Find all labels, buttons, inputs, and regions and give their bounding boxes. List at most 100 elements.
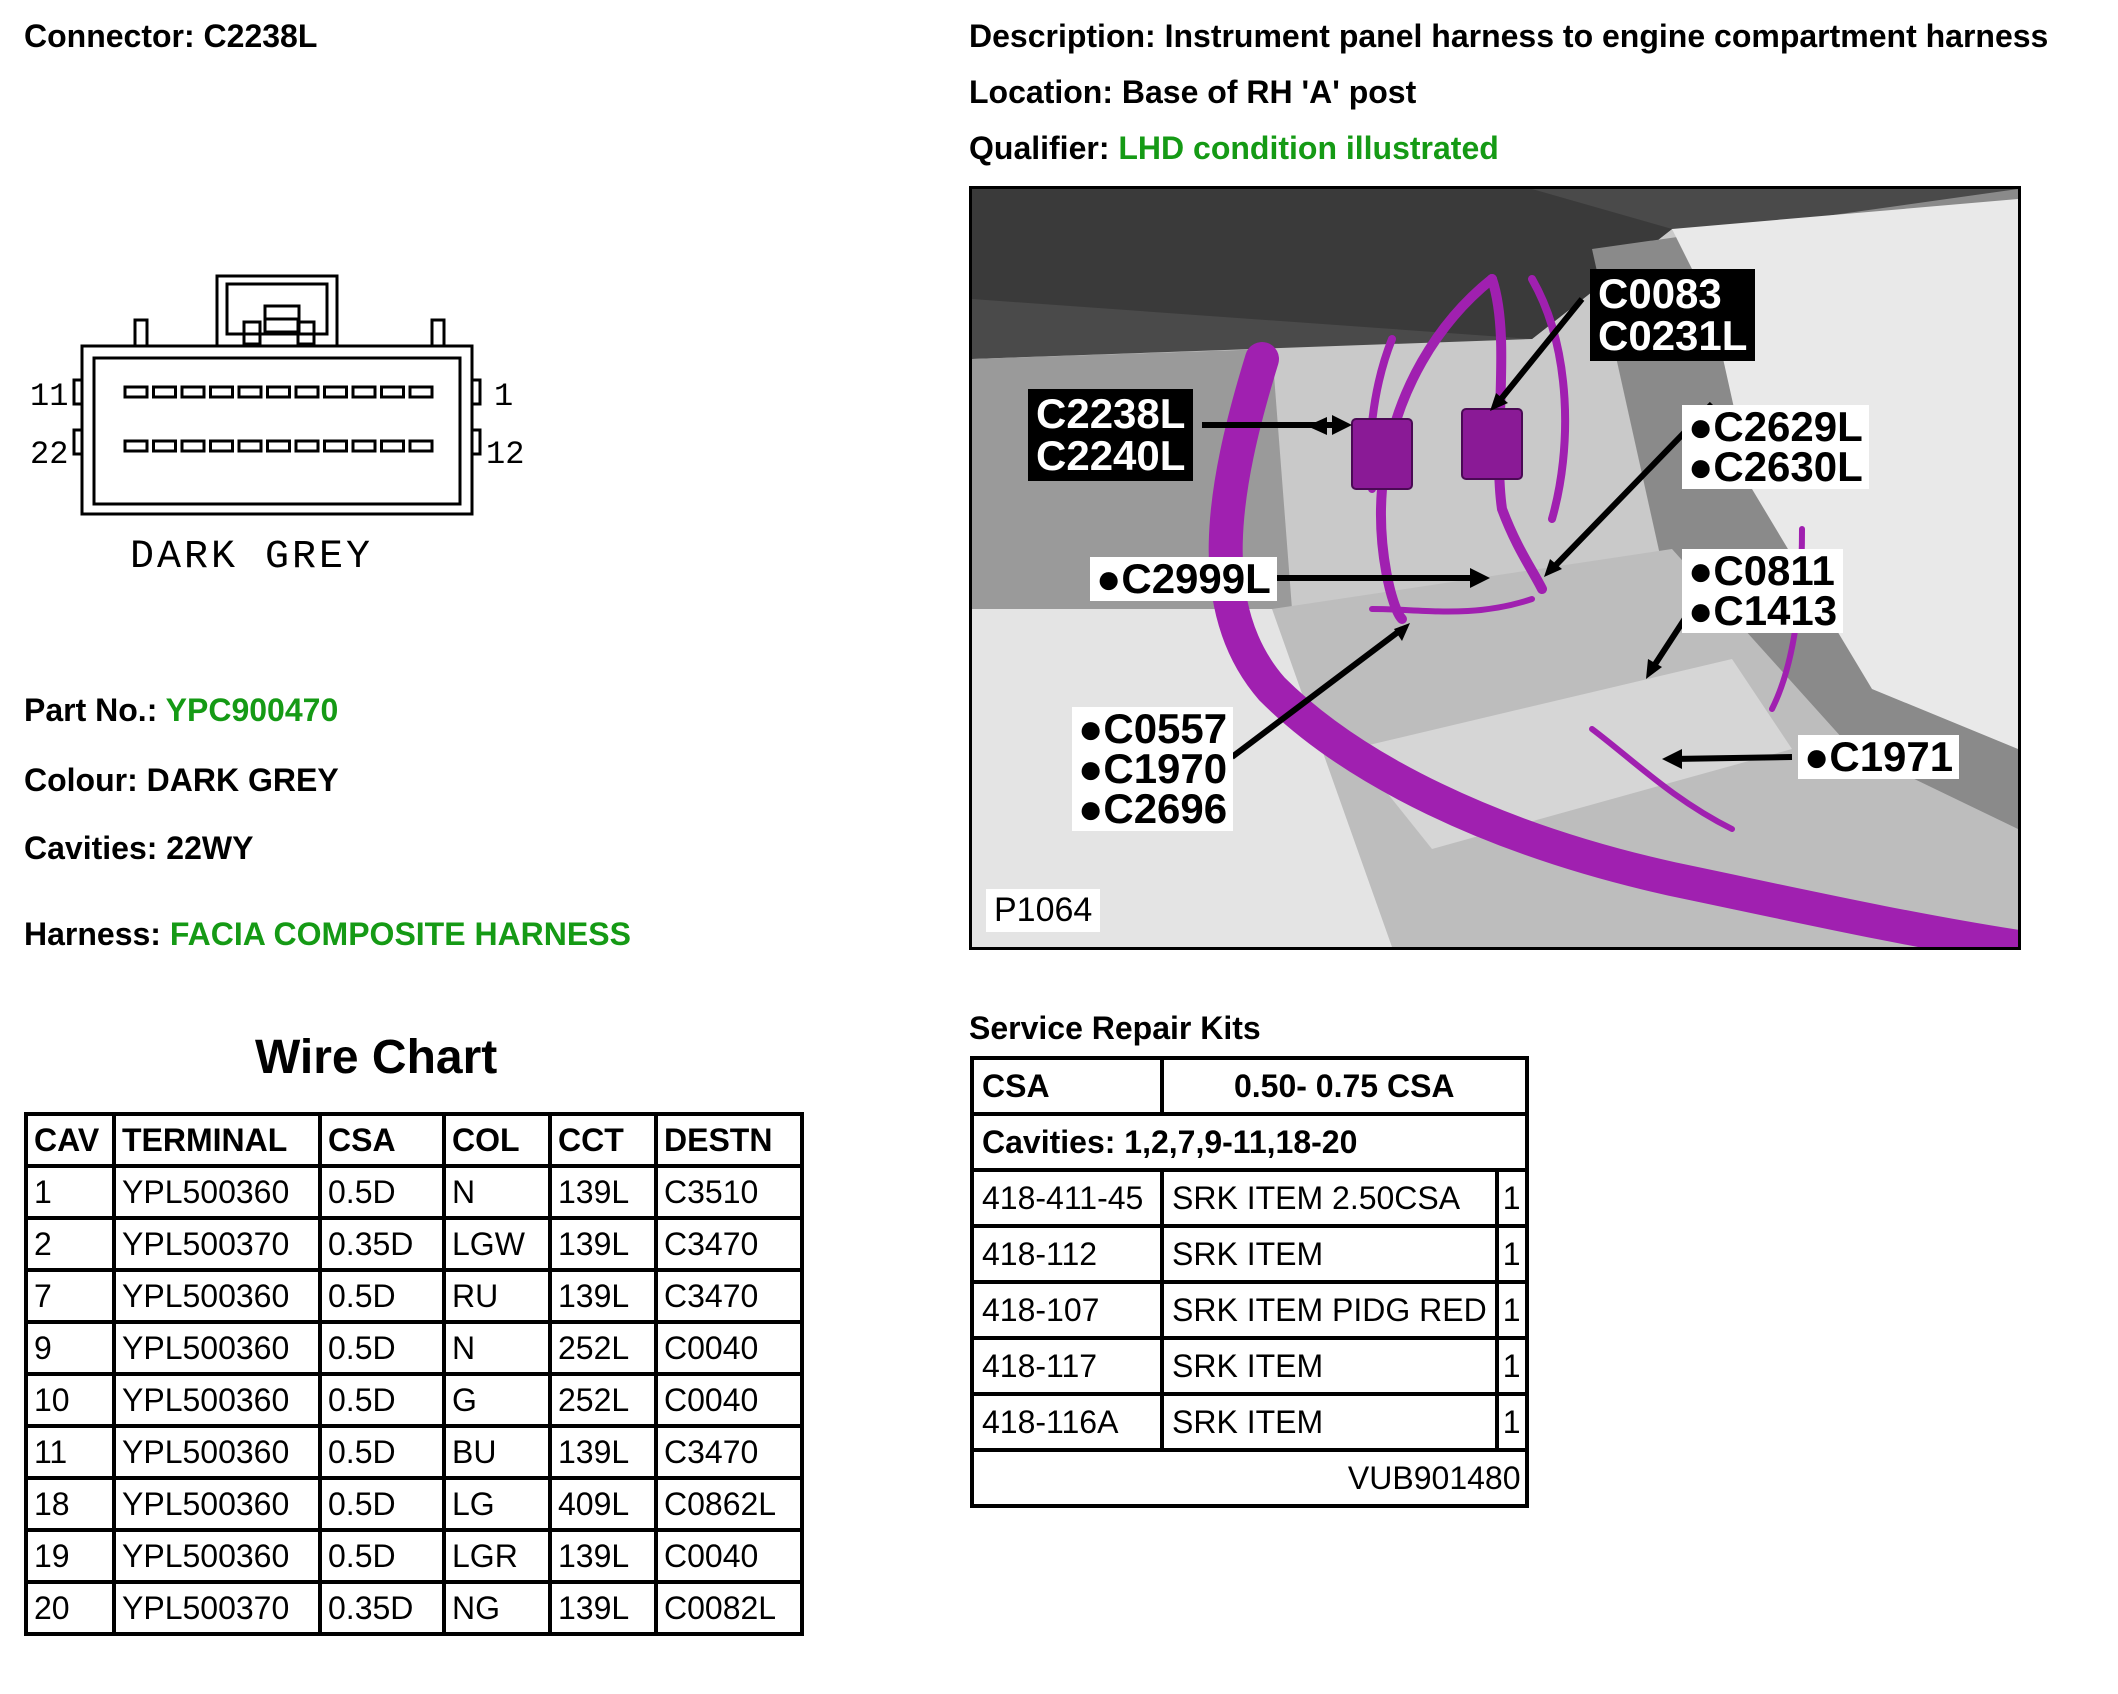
wire-chart-header-cct: CCT bbox=[548, 1112, 658, 1168]
wire-chart-cell-terminal: YPL500360 bbox=[112, 1268, 322, 1324]
srk-cavities-row: Cavities: 1,2,7,9-11,18-20 bbox=[970, 1112, 1529, 1172]
wire-chart-cell-cct: 139L bbox=[548, 1216, 658, 1272]
cavity bbox=[351, 439, 377, 453]
srk-csa-row: CSA 0.50- 0.75 CSA bbox=[970, 1056, 1529, 1116]
wire-chart-header-col: COL bbox=[442, 1112, 552, 1168]
cavity bbox=[180, 439, 206, 453]
callout-c2629l-c2630l: ●C2629L●C2630L bbox=[1682, 405, 1869, 489]
wire-chart-cell-cct: 139L bbox=[548, 1164, 658, 1220]
connector-body-c0083 bbox=[1461, 408, 1523, 480]
wire-chart-cell-cav: 18 bbox=[24, 1476, 116, 1532]
wire-chart-cell-terminal: YPL500370 bbox=[112, 1580, 322, 1636]
cavities-field: Cavities: 22WY bbox=[24, 830, 253, 867]
wire-chart-cell-destn: C3510 bbox=[654, 1164, 804, 1220]
wire-chart-cell-destn: C0040 bbox=[654, 1320, 804, 1376]
wire-chart-cell-cct: 409L bbox=[548, 1476, 658, 1532]
connector-label: Connector: bbox=[24, 18, 195, 54]
connector-field: Connector: C2238L bbox=[24, 18, 317, 55]
pin-label-12: 12 bbox=[486, 436, 525, 473]
wire-chart-cell-csa: 0.5D bbox=[318, 1528, 446, 1584]
harness-field: Harness: FACIA COMPOSITE HARNESS bbox=[24, 916, 631, 953]
wire-chart-cell-terminal: YPL500360 bbox=[112, 1164, 322, 1220]
wire-chart-cell-col: BU bbox=[442, 1424, 552, 1480]
connector-value: C2238L bbox=[203, 18, 318, 54]
wire-chart-cell-col: NG bbox=[442, 1580, 552, 1636]
cavity bbox=[294, 439, 320, 453]
main-harness-trunk bbox=[1208, 342, 2018, 947]
connector-face-diagram bbox=[72, 274, 482, 516]
cavity bbox=[408, 439, 434, 453]
wire-chart-cell-cct: 252L bbox=[548, 1320, 658, 1376]
wire-chart-header-terminal: TERMINAL bbox=[112, 1112, 322, 1168]
cavity bbox=[237, 385, 263, 399]
wire-chart-cell-col: LGR bbox=[442, 1528, 552, 1584]
wire-chart-cell-csa: 0.5D bbox=[318, 1476, 446, 1532]
connector-colour-caption: DARK GREY bbox=[130, 535, 374, 580]
wire-chart-cell-destn: C3470 bbox=[654, 1268, 804, 1324]
wire-chart-cell-cav: 1 bbox=[24, 1164, 116, 1220]
srk-footer: VUB901480 bbox=[970, 1448, 1529, 1508]
illustration-code: P1064 bbox=[986, 889, 1101, 932]
pin-label-1: 1 bbox=[494, 378, 514, 415]
callout-c0557-c1970-c2696: ●C0557●C1970●C2696 bbox=[1072, 707, 1234, 831]
connector-body bbox=[80, 344, 474, 516]
wire-chart-cell-col: RU bbox=[442, 1268, 552, 1324]
wire-chart-cell-csa: 0.5D bbox=[318, 1372, 446, 1428]
callout-c0811-c1413: ●C0811●C1413 bbox=[1682, 549, 1844, 633]
wire-chart-cell-cav: 20 bbox=[24, 1580, 116, 1636]
arrow-c0557 bbox=[1230, 626, 1404, 760]
cavity bbox=[380, 385, 405, 399]
description-field: Description: Instrument panel harness to… bbox=[969, 18, 2048, 55]
srk-footer-row: VUB901480 bbox=[970, 1448, 1529, 1508]
cavity bbox=[152, 385, 177, 399]
wire-chart-cell-csa: 0.5D bbox=[318, 1268, 446, 1324]
wire-chart-cell-cct: 252L bbox=[548, 1372, 658, 1428]
pin-label-22: 22 bbox=[30, 436, 69, 473]
wire-chart-header-csa: CSA bbox=[318, 1112, 446, 1168]
location-field: Location: Base of RH 'A' post bbox=[969, 74, 1416, 111]
part-number-field: Part No.: YPC900470 bbox=[24, 692, 338, 729]
srk-quantity: 1 bbox=[1494, 1392, 1529, 1452]
cavity bbox=[408, 385, 434, 399]
srk-part-number: 418-117 bbox=[970, 1336, 1164, 1396]
wire-chart-cell-col: G bbox=[442, 1372, 552, 1428]
wire-chart-cell-col: N bbox=[442, 1164, 552, 1220]
wire-chart-cell-terminal: YPL500360 bbox=[112, 1320, 322, 1376]
wire-chart-cell-cav: 19 bbox=[24, 1528, 116, 1584]
cavity bbox=[123, 385, 149, 399]
part-number-label: Part No.: bbox=[24, 692, 158, 728]
srk-item-description: SRK ITEM bbox=[1160, 1336, 1499, 1396]
description-value: Instrument panel harness to engine compa… bbox=[1164, 18, 2049, 54]
wire-chart-cell-destn: C3470 bbox=[654, 1424, 804, 1480]
srk-cavities: Cavities: 1,2,7,9-11,18-20 bbox=[970, 1112, 1529, 1172]
colour-field: Colour: DARK GREY bbox=[24, 762, 339, 799]
srk-item-description: SRK ITEM 2.50CSA bbox=[1160, 1168, 1499, 1228]
cavities-label: Cavities: bbox=[24, 830, 158, 866]
srk-item-description: SRK ITEM bbox=[1160, 1392, 1499, 1452]
wire-chart-cell-col: LGW bbox=[442, 1216, 552, 1272]
qualifier-value: LHD condition illustrated bbox=[1118, 130, 1499, 166]
part-number-value[interactable]: YPC900470 bbox=[165, 692, 339, 728]
harness-value[interactable]: FACIA COMPOSITE HARNESS bbox=[169, 916, 631, 952]
callout-c2999l: ●C2999L bbox=[1090, 557, 1277, 601]
cavity bbox=[209, 385, 234, 399]
arrow-c1971 bbox=[1671, 754, 1793, 762]
wire-chart-title: Wire Chart bbox=[255, 1031, 498, 1084]
wire-chart-cell-col: N bbox=[442, 1320, 552, 1376]
wire-chart-cell-cct: 139L bbox=[548, 1580, 658, 1636]
wire-chart-cell-csa: 0.5D bbox=[318, 1164, 446, 1220]
wire-chart-cell-cct: 139L bbox=[548, 1424, 658, 1480]
cavities-value: 22WY bbox=[166, 830, 254, 866]
wire-chart-cell-destn: C0082L bbox=[654, 1580, 804, 1636]
srk-part-number: 418-112 bbox=[970, 1224, 1164, 1284]
srk-item-description: SRK ITEM PIDG RED bbox=[1160, 1280, 1499, 1340]
wire-chart-cell-csa: 0.35D bbox=[318, 1580, 446, 1636]
